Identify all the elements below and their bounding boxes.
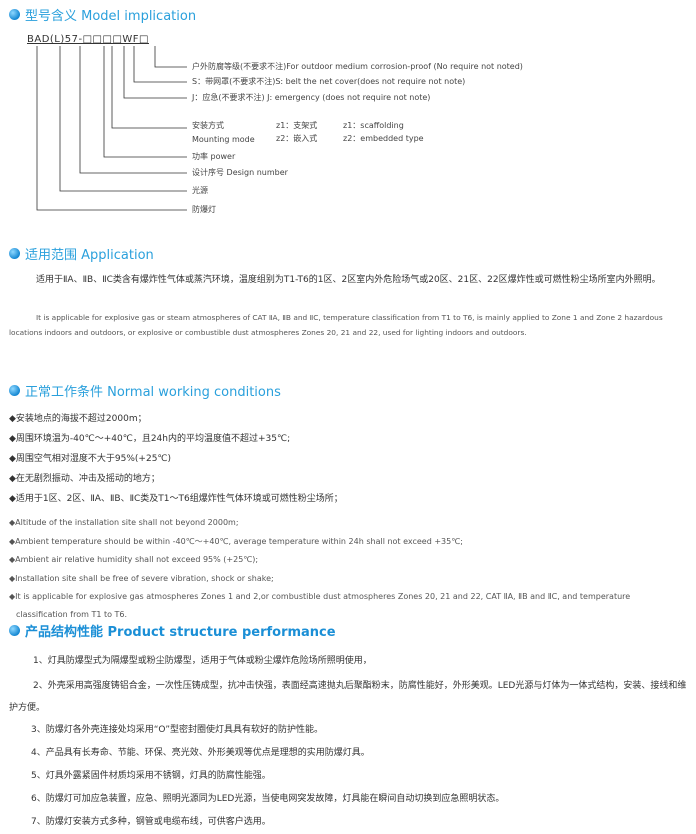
mount-z1-en: z1：scaffolding — [343, 121, 404, 130]
structure-list: 1、灯具防爆型式为隔爆型或粉尘防爆型，适用于气体或粉尘爆炸危险场所照明使用， 2… — [9, 651, 691, 834]
list-item: ◆Ambient air relative humidity shall not… — [9, 555, 259, 564]
list-item: ◆周围环境温为-40℃～+40℃，且24h内的平均温度值不超过+35℃; — [9, 434, 291, 444]
label-power: 功率 power — [192, 152, 236, 161]
label-light: 光源 — [192, 186, 208, 195]
list-item: ◆安装地点的海拔不超过2000m； — [9, 414, 147, 424]
list-item: ◆Altitude of the installation site shall… — [9, 518, 239, 527]
bullet-icon — [9, 625, 20, 636]
application-heading: 适用范围 Application — [9, 244, 154, 263]
label-lamp: 防爆灯 — [192, 205, 216, 214]
model-code: BAD(L)57-□□□□WF□ — [27, 34, 149, 45]
application-cn: 适用于ⅡA、ⅡB、ⅡC类含有爆炸性气体或蒸汽环境，温度组别为T1-T6的1区、2… — [36, 275, 661, 285]
label-mounting-en: Mounting mode — [192, 135, 255, 144]
list-item: 5、灯具外露紧固件材质均采用不锈钢，灯具的防腐性能强。 — [31, 771, 271, 781]
label-design: 设计序号 Design number — [192, 168, 288, 177]
list-item: 1、灯具防爆型式为隔爆型或粉尘防爆型，适用于气体或粉尘爆炸危险场所照明使用， — [33, 656, 372, 666]
model-heading: 型号含义 Model implication — [9, 5, 196, 24]
list-item: 3、防爆灯各外壳连接处均采用“O”型密封圈使灯具具有软好的防护性能。 — [31, 725, 323, 735]
label-outdoor: 户外防腐等级(不要求不注)For outdoor medium corrosio… — [192, 62, 523, 71]
application-en: It is applicable for explosive gas or st… — [9, 313, 663, 337]
bullet-icon — [9, 385, 20, 396]
conditions-heading: 正常工作条件 Normal working conditions — [9, 381, 281, 400]
conditions-en-list: ◆Altitude of the installation site shall… — [9, 514, 679, 624]
model-diagram-lines — [36, 46, 187, 211]
list-item: 2、外壳采用高强度铸铝合金，一次性压铸成型，抗冲击快强，表面经高速抛丸后聚酯粉末… — [9, 681, 687, 713]
mount-z2-en: z2：embedded type — [343, 134, 424, 143]
bullet-icon — [9, 248, 20, 259]
list-item: ◆It is applicable for explosive gas atmo… — [9, 592, 631, 619]
mount-z2-cn: z2：嵌入式 — [276, 134, 318, 143]
bullet-icon — [9, 9, 20, 20]
structure-heading: 产品结构性能 Product structure performance — [9, 621, 336, 640]
list-item: ◆Installation site shall be free of seve… — [9, 573, 274, 583]
label-net-cover: S：带网罩(不要求不注)S: belt the net cover(does n… — [192, 77, 466, 86]
list-item: ◆Ambient temperature should be within -4… — [9, 536, 463, 546]
list-item: ◆适用于1区、2区、ⅡA、ⅡB、ⅡC类及T1～T6组爆炸性气体环境或可燃性粉尘场… — [9, 494, 343, 504]
mount-z1-cn: z1：支架式 — [276, 121, 318, 130]
label-mounting-cn: 安装方式 — [192, 121, 224, 130]
list-item: 6、防爆灯可加应急装置，应急、照明光源同为LED光源，当使电网突发故障，灯具能在… — [31, 794, 505, 804]
list-item: 7、防爆灯安装方式多种，钢管或电缆布线，可供客户选用。 — [31, 817, 271, 827]
list-item: ◆周围空气相对湿度不大于95%(+25℃) — [9, 454, 172, 464]
list-item: 4、产品具有长寿命、节能、环保、亮光效、外形美观等优点是理想的实用防爆灯具。 — [31, 748, 370, 758]
conditions-cn-list: ◆安装地点的海拔不超过2000m； ◆周围环境温为-40℃～+40℃，且24h内… — [9, 409, 343, 509]
label-emergency: J：应急(不要求不注) J: emergency (does not requi… — [192, 93, 431, 102]
list-item: ◆在无剧烈振动、冲击及摇动的地方； — [9, 474, 160, 484]
